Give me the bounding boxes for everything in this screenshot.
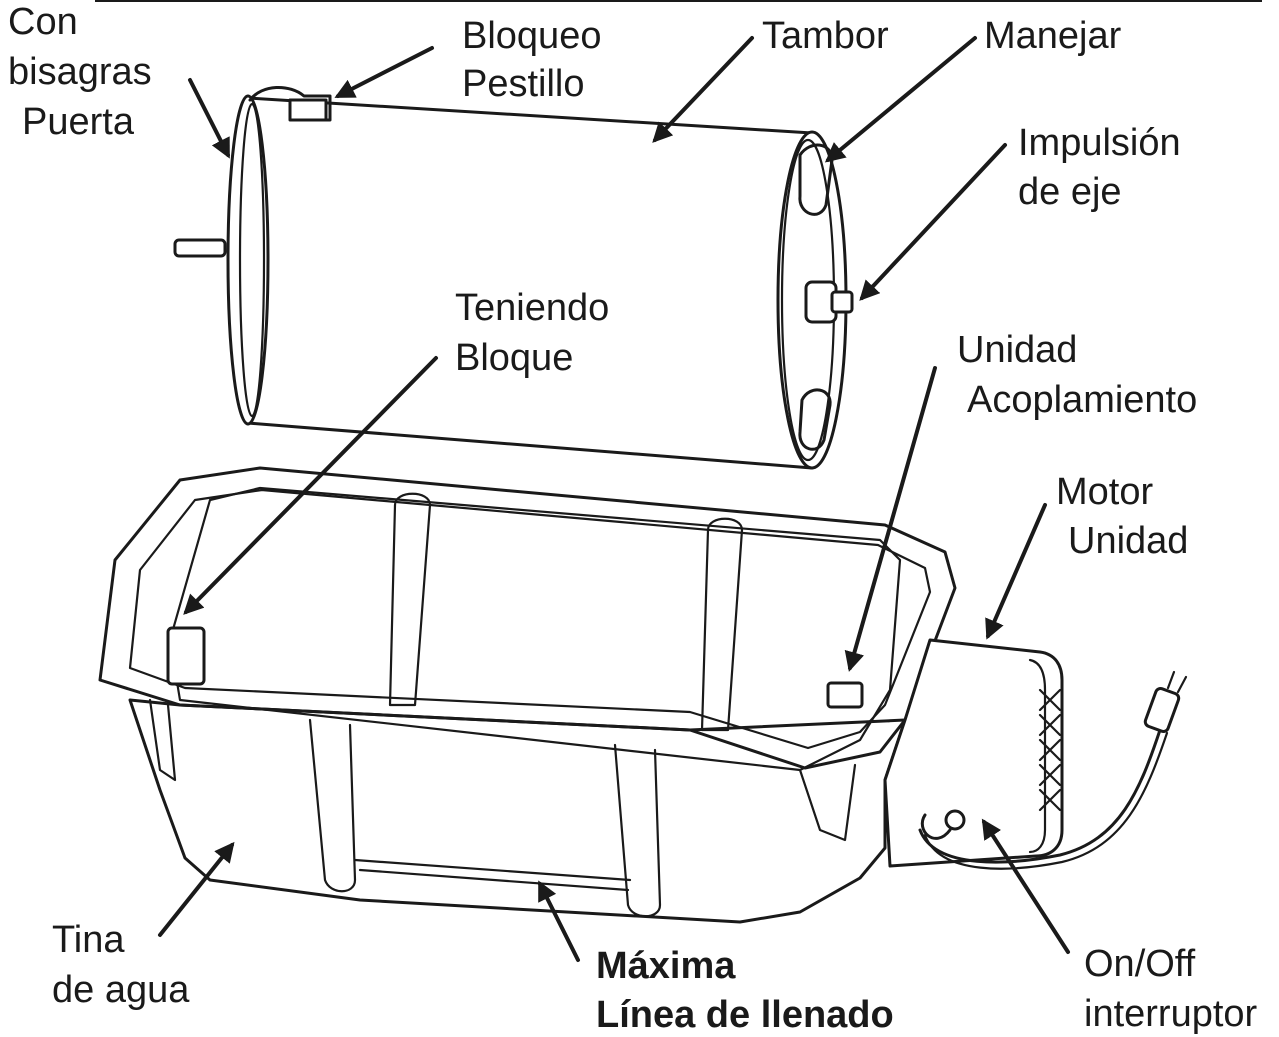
power-cord: [918, 728, 1162, 864]
latch-plate: [288, 98, 328, 122]
label-motor-unit: Motor Unidad: [1056, 471, 1188, 562]
arrow-hinged-door: [188, 78, 230, 159]
label-water-tub: Tina de agua: [52, 919, 190, 1011]
left-axle-stub: [173, 238, 227, 258]
tub-back-rib-right: [700, 517, 744, 732]
label-lock-latch-line1: Bloqueo: [462, 15, 601, 57]
arrow-water-tub: [158, 841, 235, 937]
callout-arrows: [158, 36, 1070, 962]
label-handle: Manejar: [984, 15, 1122, 57]
handle-slot-bottom: [798, 388, 832, 451]
motor-housing: [883, 638, 1064, 868]
hinged-door-end: [226, 94, 270, 426]
tub-body: [128, 698, 907, 924]
arrow-coupling-unit: [844, 366, 937, 672]
max-fill-line-mark: [353, 858, 632, 892]
arrow-max-fill-line: [538, 880, 580, 962]
label-coupling-unit-line1: Unidad: [957, 329, 1077, 371]
plug-prongs: [1166, 670, 1188, 694]
label-lock-latch-line2: Pestillo: [462, 63, 585, 105]
label-on-off-switch-line2: interruptor: [1084, 993, 1258, 1035]
label-coupling-unit: Unidad Acoplamiento: [957, 329, 1197, 421]
handle-slot-top: [798, 143, 834, 216]
arrow-holding-block: [183, 356, 438, 615]
label-water-tub-line2: de agua: [52, 969, 190, 1011]
water-tub-illustration: [98, 466, 957, 924]
holding-block: [166, 626, 206, 686]
label-hinged-door-line2: bisagras: [8, 51, 152, 93]
label-max-fill-line: Máxima Línea de llenado: [596, 945, 894, 1036]
coupling-unit-slot: [826, 681, 864, 709]
label-hinged-door-line3: Puerta: [22, 101, 135, 143]
label-max-fill-line-line2: Línea de llenado: [596, 994, 894, 1036]
hinged-door-rim: [238, 102, 266, 418]
drum-body: [246, 96, 814, 470]
motor-vent-grille: [1038, 688, 1062, 812]
label-handle-line1: Manejar: [984, 15, 1122, 57]
label-holding-block-line2: Bloque: [455, 337, 573, 379]
label-hinged-door-line1: Con: [8, 1, 78, 43]
arrow-drum: [652, 36, 754, 143]
tub-back-rib-left: [388, 492, 432, 707]
motor-unit-illustration: [883, 638, 1188, 870]
label-motor-unit-line1: Motor: [1056, 471, 1153, 513]
label-shaft-drive-line2: de eje: [1018, 171, 1122, 213]
shaft-drive-pin: [830, 290, 854, 314]
tub-left-corner-rib: [148, 698, 177, 782]
label-drum-line1: Tambor: [762, 15, 889, 57]
arrow-motor-unit: [985, 503, 1047, 640]
label-water-tub-line1: Tina: [52, 919, 125, 961]
arrow-shaft-drive: [859, 143, 1007, 301]
label-drum: Tambor: [762, 15, 889, 57]
label-lock-latch: Bloqueo Pestillo: [462, 15, 601, 105]
power-cord-stub: [920, 813, 952, 840]
label-shaft-drive: Impulsión de eje: [1018, 122, 1181, 213]
label-holding-block: Teniendo Bloque: [455, 287, 609, 379]
power-cord-inner: [923, 731, 1169, 870]
label-on-off-switch-line1: On/Off: [1084, 943, 1196, 985]
label-shaft-drive-line1: Impulsión: [1018, 122, 1181, 164]
label-max-fill-line-line1: Máxima: [596, 945, 736, 987]
label-coupling-unit-line2: Acoplamiento: [967, 379, 1197, 421]
drum-illustration: [173, 85, 854, 470]
power-plug: [1143, 687, 1181, 733]
tub-rim-inner: [128, 488, 932, 750]
label-on-off-switch: On/Off interruptor: [1084, 943, 1258, 1035]
tub-right-corner-rib: [798, 763, 857, 842]
arrow-lock-latch: [334, 46, 434, 98]
label-holding-block-line1: Teniendo: [455, 287, 609, 329]
motor-front-face: [1028, 658, 1047, 854]
label-motor-unit-line2: Unidad: [1068, 520, 1188, 562]
on-off-switch: [944, 809, 966, 831]
arrow-handle: [824, 36, 977, 163]
tub-front-rib-1: [308, 718, 357, 893]
arrow-on-off-switch: [981, 818, 1070, 954]
label-hinged-door: Con bisagras Puerta: [8, 1, 152, 143]
tub-front-rib-2: [613, 743, 662, 918]
latch-clip: [248, 85, 332, 122]
